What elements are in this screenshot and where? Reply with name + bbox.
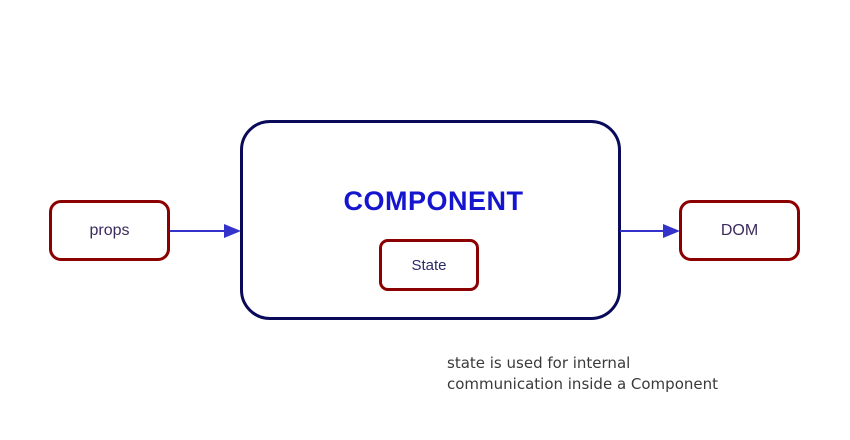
node-state-label: State	[411, 256, 447, 274]
arrow-props-to-component-head	[224, 224, 241, 238]
diagram-caption: state is used for internal communication…	[447, 354, 718, 393]
node-component[interactable]: COMPONENT	[240, 120, 621, 320]
arrow-component-to-dom-head	[663, 224, 680, 238]
arrow-component-to-dom	[620, 224, 680, 238]
node-state[interactable]: State	[379, 239, 479, 291]
node-component-label: COMPONENT	[343, 186, 524, 216]
node-dom[interactable]: DOM	[679, 200, 800, 261]
node-dom-label: DOM	[720, 221, 759, 239]
node-props[interactable]: props	[49, 200, 170, 261]
arrow-props-to-component	[170, 224, 241, 238]
node-props-label: props	[89, 221, 130, 239]
